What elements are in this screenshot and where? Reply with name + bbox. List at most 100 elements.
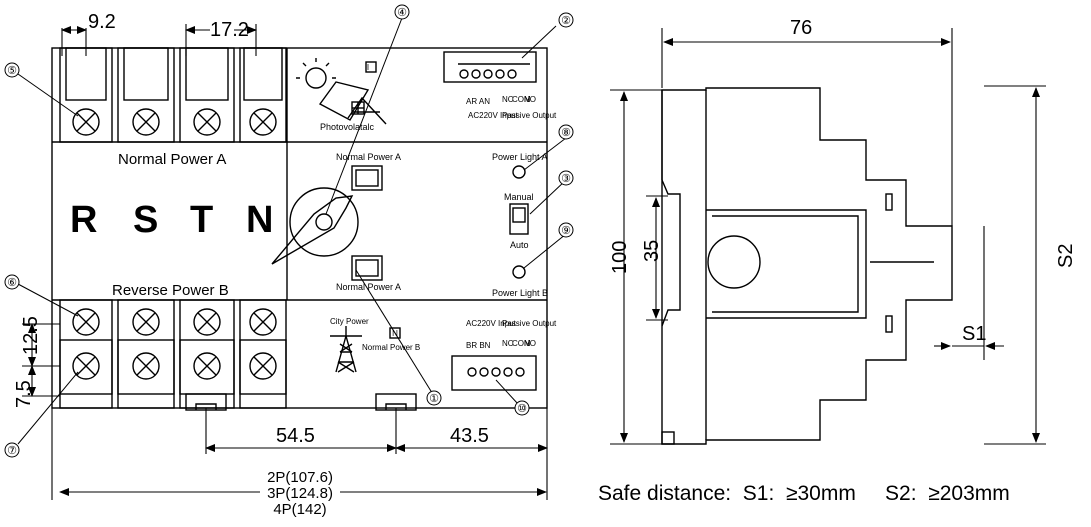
safe-distance-line: Safe distance: S1: ≥30mm S2: ≥203mm bbox=[598, 482, 1010, 506]
dim-rail: 35 bbox=[641, 240, 663, 262]
bottom-input-labels: BR BN bbox=[466, 341, 491, 350]
bottom-no: NO bbox=[524, 339, 536, 348]
safe-distance-s2: S2: ≥203mm bbox=[885, 482, 1010, 505]
callout-label-6: ⑥ bbox=[7, 277, 17, 289]
top-nc: NC bbox=[502, 95, 514, 104]
aux-terminal-bottom bbox=[451, 355, 537, 391]
bottom-com: COM bbox=[512, 339, 531, 348]
power-light-b-lamp bbox=[512, 265, 526, 279]
screw-top-1 bbox=[72, 108, 100, 136]
side-housing bbox=[661, 87, 953, 445]
safe-distance-prefix: Safe distance: bbox=[598, 482, 732, 505]
screw-low-3 bbox=[193, 352, 221, 380]
side-dimensions bbox=[610, 28, 1046, 445]
side-knob bbox=[707, 235, 761, 289]
screw-top-3 bbox=[193, 108, 221, 136]
screw-low-1 bbox=[72, 352, 100, 380]
dim-left-lower: 7.5 bbox=[13, 380, 35, 408]
dim-width-4p: 4P(142) bbox=[273, 501, 326, 518]
power-tower-icon bbox=[330, 326, 362, 373]
callout-7 bbox=[4, 442, 20, 458]
front-housing bbox=[51, 47, 548, 409]
callout-8 bbox=[558, 124, 574, 140]
aux-terminal-top bbox=[443, 51, 537, 83]
top-input-caption: AC220V Input bbox=[468, 111, 519, 120]
screw-mid-2 bbox=[132, 308, 160, 336]
dim-left-upper: 12.5 bbox=[20, 316, 42, 355]
dim-height: 100 bbox=[609, 241, 631, 274]
screw-top-4 bbox=[249, 108, 277, 136]
phase-r: R bbox=[70, 199, 97, 241]
callout-circles bbox=[4, 4, 574, 458]
callout-label-7: ⑦ bbox=[7, 445, 17, 457]
manual-label: Manual bbox=[504, 192, 534, 202]
callout-label-3: ③ bbox=[561, 173, 571, 185]
screw-top-2 bbox=[132, 108, 160, 136]
dim-depth: 76 bbox=[790, 17, 812, 39]
callout-label-5: ⑤ bbox=[7, 65, 17, 77]
power-light-a-label: Power Light A bbox=[492, 152, 548, 162]
auto-label: Auto bbox=[510, 240, 529, 250]
rotary-handle-ring bbox=[289, 187, 359, 257]
dim-width-2p: 2P(107.6) bbox=[267, 469, 333, 486]
indicator-window-b bbox=[351, 255, 383, 281]
terminal-screws bbox=[72, 69, 525, 380]
manual-auto-switch bbox=[509, 203, 529, 235]
top-input-labels: AR AN bbox=[466, 97, 490, 106]
screw-mid-3 bbox=[193, 308, 221, 336]
dim-bottom-left: 54.5 bbox=[276, 425, 315, 447]
top-no: NO bbox=[524, 95, 536, 104]
power-light-b-label: Power Light B bbox=[492, 288, 548, 298]
dim-terminal-pitch: 17.2 bbox=[210, 19, 249, 41]
dim-bottom-right: 43.5 bbox=[450, 425, 489, 447]
phase-n: N bbox=[246, 199, 273, 241]
callout-label-9: ⑨ bbox=[561, 225, 571, 237]
label-s1: S1 bbox=[962, 323, 986, 345]
callout-4 bbox=[394, 4, 410, 20]
bottom-input-caption: AC220V Input bbox=[466, 319, 517, 328]
callout-label-10: ⑩ bbox=[517, 403, 527, 415]
top-com: COM bbox=[512, 95, 531, 104]
callout-label-2: ② bbox=[561, 15, 571, 27]
front-dimensions bbox=[22, 24, 548, 500]
marker-n: N bbox=[392, 329, 398, 338]
callout-1 bbox=[426, 390, 442, 406]
callout-5 bbox=[4, 62, 20, 78]
bottom-output-caption: Passive Output bbox=[502, 319, 557, 328]
callout-leaders bbox=[17, 17, 567, 445]
safe-distance-s1: S1: ≥30mm bbox=[742, 482, 856, 505]
label-s2: S2 bbox=[1055, 244, 1077, 268]
switch-label-bottom: Normal Power A bbox=[336, 282, 401, 292]
screw-mid-1 bbox=[72, 308, 100, 336]
label-reverse-power: Reverse Power B bbox=[112, 282, 229, 299]
callout-10 bbox=[514, 400, 530, 416]
power-light-a-lamp bbox=[512, 165, 526, 179]
solar-panel-icon bbox=[318, 81, 370, 121]
dim-terminal-width: 9.2 bbox=[88, 11, 116, 33]
callout-2 bbox=[558, 12, 574, 28]
label-normal-power: Normal Power A bbox=[118, 151, 226, 168]
callout-label-1: ① bbox=[429, 393, 439, 405]
screw-low-2 bbox=[132, 352, 160, 380]
marker-i: I bbox=[367, 63, 369, 72]
sun-icon bbox=[305, 67, 327, 89]
callout-label-4: ④ bbox=[397, 7, 407, 19]
photovoltaic-label: Photovolatalc bbox=[320, 122, 375, 132]
rotary-handle-lever bbox=[271, 195, 354, 265]
normal-power-b-label: Normal Power B bbox=[362, 343, 420, 352]
callout-6 bbox=[4, 274, 20, 290]
callout-label-8: ⑧ bbox=[561, 127, 571, 139]
phase-t: T bbox=[190, 199, 213, 241]
bottom-nc: NC bbox=[502, 339, 514, 348]
callout-9 bbox=[558, 222, 574, 238]
switch-label-top: Normal Power A bbox=[336, 152, 401, 162]
screw-low-4 bbox=[249, 352, 277, 380]
phase-s: S bbox=[133, 199, 158, 241]
city-power-label: City Power bbox=[330, 317, 369, 326]
side-view bbox=[661, 87, 953, 445]
top-output-caption: Passive Output bbox=[502, 111, 557, 120]
indicator-window-a bbox=[351, 165, 383, 191]
screw-mid-4 bbox=[249, 308, 277, 336]
dim-width-3p: 3P(124.8) bbox=[267, 485, 333, 502]
